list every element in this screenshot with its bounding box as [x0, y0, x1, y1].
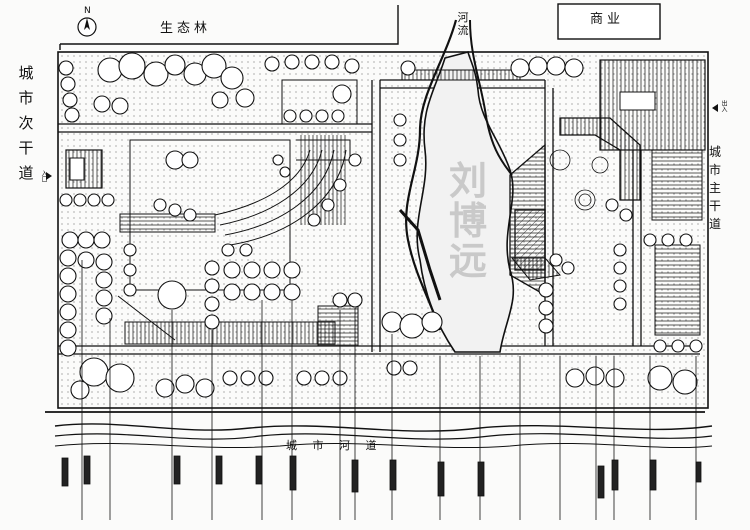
north-label: N: [84, 6, 91, 16]
commercial-block: [557, 3, 661, 40]
label-city-river: 城 市 河 道: [286, 439, 383, 452]
label-secondary-road-3: 次: [18, 114, 34, 132]
label-secondary-road-1: 城: [18, 64, 34, 82]
main-pavilion: [509, 143, 561, 297]
label-secondary-road-2: 市: [18, 89, 34, 107]
label-secondary-road-5: 道: [18, 164, 34, 182]
label-main-road-5: 道: [708, 217, 721, 231]
river-bollards: [61, 455, 702, 499]
author-watermark: 刘 博 远: [446, 159, 490, 283]
label-small-left: 入口: [40, 170, 47, 182]
fountain-circles: [549, 149, 609, 211]
label-commercial: 商业: [590, 12, 625, 27]
terraced-steps: [117, 213, 359, 347]
label-secondary-road-4: 干: [18, 139, 34, 157]
label-main-road: 城 市 主 干 道: [707, 146, 723, 240]
watermark-char-1: 刘: [448, 159, 487, 203]
label-river-top-2: 流: [457, 24, 469, 37]
ecological-forest-boundary: [59, 5, 399, 50]
entrance-arrow-icons: [46, 104, 718, 180]
bridge: [401, 69, 521, 81]
label-main-road-2: 市: [708, 163, 721, 177]
label-main-road-1: 城: [708, 145, 721, 159]
label-river-top: 河 流: [455, 12, 471, 46]
label-secondary-road: 城 市 次 干 道: [18, 66, 34, 191]
watermark-char-2: 博: [448, 198, 487, 243]
east-terrace: [559, 59, 706, 336]
label-river-top-1: 河: [457, 11, 469, 24]
watermark-char-3: 远: [448, 238, 487, 283]
tree-canopies: [58, 52, 703, 400]
north-arrow-icon: [77, 17, 97, 37]
label-main-road-4: 干: [708, 199, 721, 213]
label-ecological-forest: 生态林: [160, 21, 212, 36]
internal-paths: [58, 79, 700, 355]
city-river-edge: [45, 411, 713, 449]
label-main-road-3: 主: [708, 181, 721, 195]
label-small-right: 出入: [720, 100, 727, 112]
